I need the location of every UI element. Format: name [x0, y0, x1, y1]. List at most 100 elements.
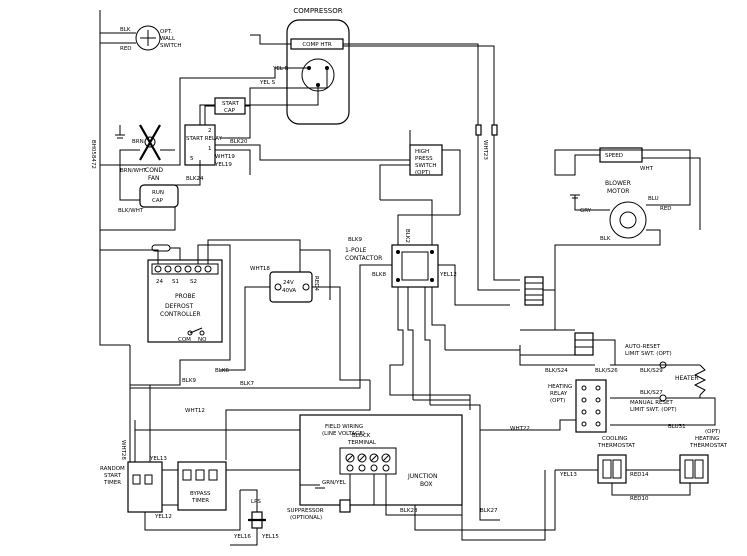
run-cap-l1: RUN: [152, 190, 164, 196]
wall-switch-l2: WALL: [160, 36, 176, 42]
cond-fan-l2: FAN: [148, 175, 160, 182]
cooling-thermostat: COOLING THERMOSTAT RED14 RED10 YEL13: [555, 436, 691, 502]
label-yel15: YEL15: [261, 534, 279, 540]
label-wht23: WHT23: [482, 140, 488, 160]
manual-reset-l2: LIMIT SWT. (OPT): [630, 407, 677, 413]
label-wht-blower: WHT: [640, 166, 654, 172]
contactor-l2: CONTACTOR: [345, 255, 382, 262]
blower-motor: SPEED BLOWER MOTOR BLU WHT RED GRY BLK: [554, 147, 701, 331]
label-blu31: BLU31: [668, 424, 686, 430]
compressor-wires: YEL R YEL S: [179, 34, 495, 160]
hps-l4: (OPT): [415, 170, 430, 176]
bypass-timer-l1: BYPASS: [190, 491, 211, 497]
lower-left-wires: YEL13 WHT12 BLK9 BLK6 BLK7 YEL12 WHT28: [120, 345, 371, 531]
label-wht19: WHT19: [215, 154, 235, 160]
left-wire-runs: BLK20 WHT19 YEL19 BLK24: [99, 125, 411, 231]
terminal-strip: [519, 245, 700, 366]
compressor-title: COMPRESSOR: [293, 7, 342, 15]
defrost-probe: PROBE: [175, 293, 196, 300]
random-start-timer: RANDOM START TIMER: [100, 461, 163, 513]
heating-relay: HEATING RELAY (OPT): [480, 379, 607, 433]
label-blk8: BLK8: [372, 272, 386, 278]
label-blk24: BLK24: [186, 176, 204, 182]
label-wht28: WHT28: [120, 440, 126, 460]
transformer-l1: 24V: [283, 280, 294, 286]
label-blk2: BLK2: [404, 229, 410, 243]
heating-thermo-l2: THERMOSTAT: [689, 443, 728, 449]
label-wht12: WHT12: [185, 408, 205, 414]
defrost-t-s1: S1: [172, 279, 179, 285]
heating-thermostat: HEATING THERMOSTAT (OPT): [679, 429, 728, 484]
defrost-t-com: COM: [178, 337, 191, 343]
label-blk-blower: BLK: [600, 236, 611, 242]
label-yel16: YEL16: [233, 534, 251, 540]
label-blk-s24: BLK/S24: [545, 368, 568, 374]
label-blk20: BLK20: [230, 139, 248, 145]
suppressor-l1: SUPPRESSOR: [287, 508, 324, 514]
junction-box: TERMINAL BLOCK FIELD WIRING (LINE VOLTAG…: [299, 414, 463, 516]
label-brn-wht: BRN/WHT: [120, 168, 147, 174]
junction-box-l2: BOX: [420, 481, 432, 488]
heating-thermo-l3: (OPT): [705, 429, 720, 435]
suppressor: SUPPRESSOR (OPTIONAL): [287, 499, 351, 521]
label-yel19: YEL19: [214, 162, 232, 168]
rst-l3: TIMER: [103, 480, 121, 486]
hps-l1: HIGH: [415, 149, 429, 155]
cond-fan-l1: COND: [145, 167, 163, 174]
start-cap: START CAP: [204, 97, 250, 125]
heater-label: HEATER: [675, 375, 699, 382]
cooling-thermo-l1: COOLING: [602, 436, 628, 442]
auto-reset-l2: LIMIT SWT. (OPT): [625, 351, 672, 357]
label-yel12-ct: YEL12: [439, 272, 457, 278]
heating-relay-l3: (OPT): [550, 398, 565, 404]
contactor: 1-POLE CONTACTOR BLK9 BLK8 YEL12 BLK2: [130, 199, 510, 405]
blower-l2: MOTOR: [607, 188, 629, 195]
bypass-timer-l2: TIMER: [191, 498, 209, 504]
cooling-thermo-l2: THERMOSTAT: [597, 443, 636, 449]
label-blk-s27: BLK/S27: [640, 390, 663, 396]
label-blk6: BLK6: [215, 368, 229, 374]
rst-l1: RANDOM: [100, 466, 125, 472]
heating-thermo-l1: HEATING: [695, 436, 719, 442]
terminal-block-l1: TERMINAL: [347, 440, 377, 446]
label-grn-yel: GRN/YEL: [322, 480, 347, 486]
wall-switch-l3: SWITCH: [160, 43, 182, 49]
transformer-l2: 40VA: [282, 288, 296, 294]
auto-reset-l1: AUTO-RESET: [625, 344, 661, 350]
label-blk9-b: BLK9: [182, 378, 196, 384]
label-yel13: YEL13: [559, 472, 577, 478]
lps: LPS YEL15 YEL16: [230, 489, 279, 546]
heating-relay-l1: HEATING: [548, 384, 572, 390]
lps-label: LPS: [251, 499, 261, 505]
start-cap-l1: START: [222, 101, 240, 107]
label-red14: RED14: [630, 472, 649, 478]
label-red-blower: RED: [660, 206, 672, 212]
label-blk28: BLK28: [400, 508, 418, 514]
label-blk-s26: BLK/S26: [595, 368, 618, 374]
blower-l1: BLOWER: [605, 180, 631, 187]
hps-path: WHT23: [475, 120, 520, 291]
label-red4: RED4: [313, 276, 319, 292]
defrost-t-24: 24: [156, 279, 163, 285]
heater: HEATER AUTO-RESET LIMIT SWT. (OPT) MANUA…: [519, 344, 716, 430]
start-relay-t1: 1: [208, 146, 212, 152]
label-gry-blower: GRY: [580, 208, 592, 214]
label-yel12: YEL12: [154, 514, 172, 520]
field-wiring-l2: (LINE VOLTAGE): [322, 431, 365, 437]
start-cap-l2: CAP: [224, 108, 236, 114]
label-wht18: WHT18: [250, 266, 270, 272]
wall-switch-l1: OPT.: [160, 29, 172, 35]
run-cap-l2: CAP: [152, 198, 164, 204]
junction-box-l1: JUNCTION: [407, 473, 437, 480]
heating-relay-l2: RELAY: [550, 391, 568, 397]
wall-switch: OPT. WALL SWITCH BLK RED: [99, 10, 182, 346]
field-wiring-l1: FIELD WIRING: [325, 424, 363, 430]
label-wht22: WHT22: [510, 426, 530, 432]
speed-plug-l1: SPEED: [605, 153, 623, 159]
terminal-block-l2: BLOCK: [352, 433, 371, 439]
transformer: 24V 40VA WHT18 RED4: [220, 249, 370, 381]
suppressor-l2: (OPTIONAL): [290, 515, 322, 521]
nameplate-code: BH058472: [90, 140, 96, 169]
label-blk7: BLK7: [240, 381, 254, 387]
